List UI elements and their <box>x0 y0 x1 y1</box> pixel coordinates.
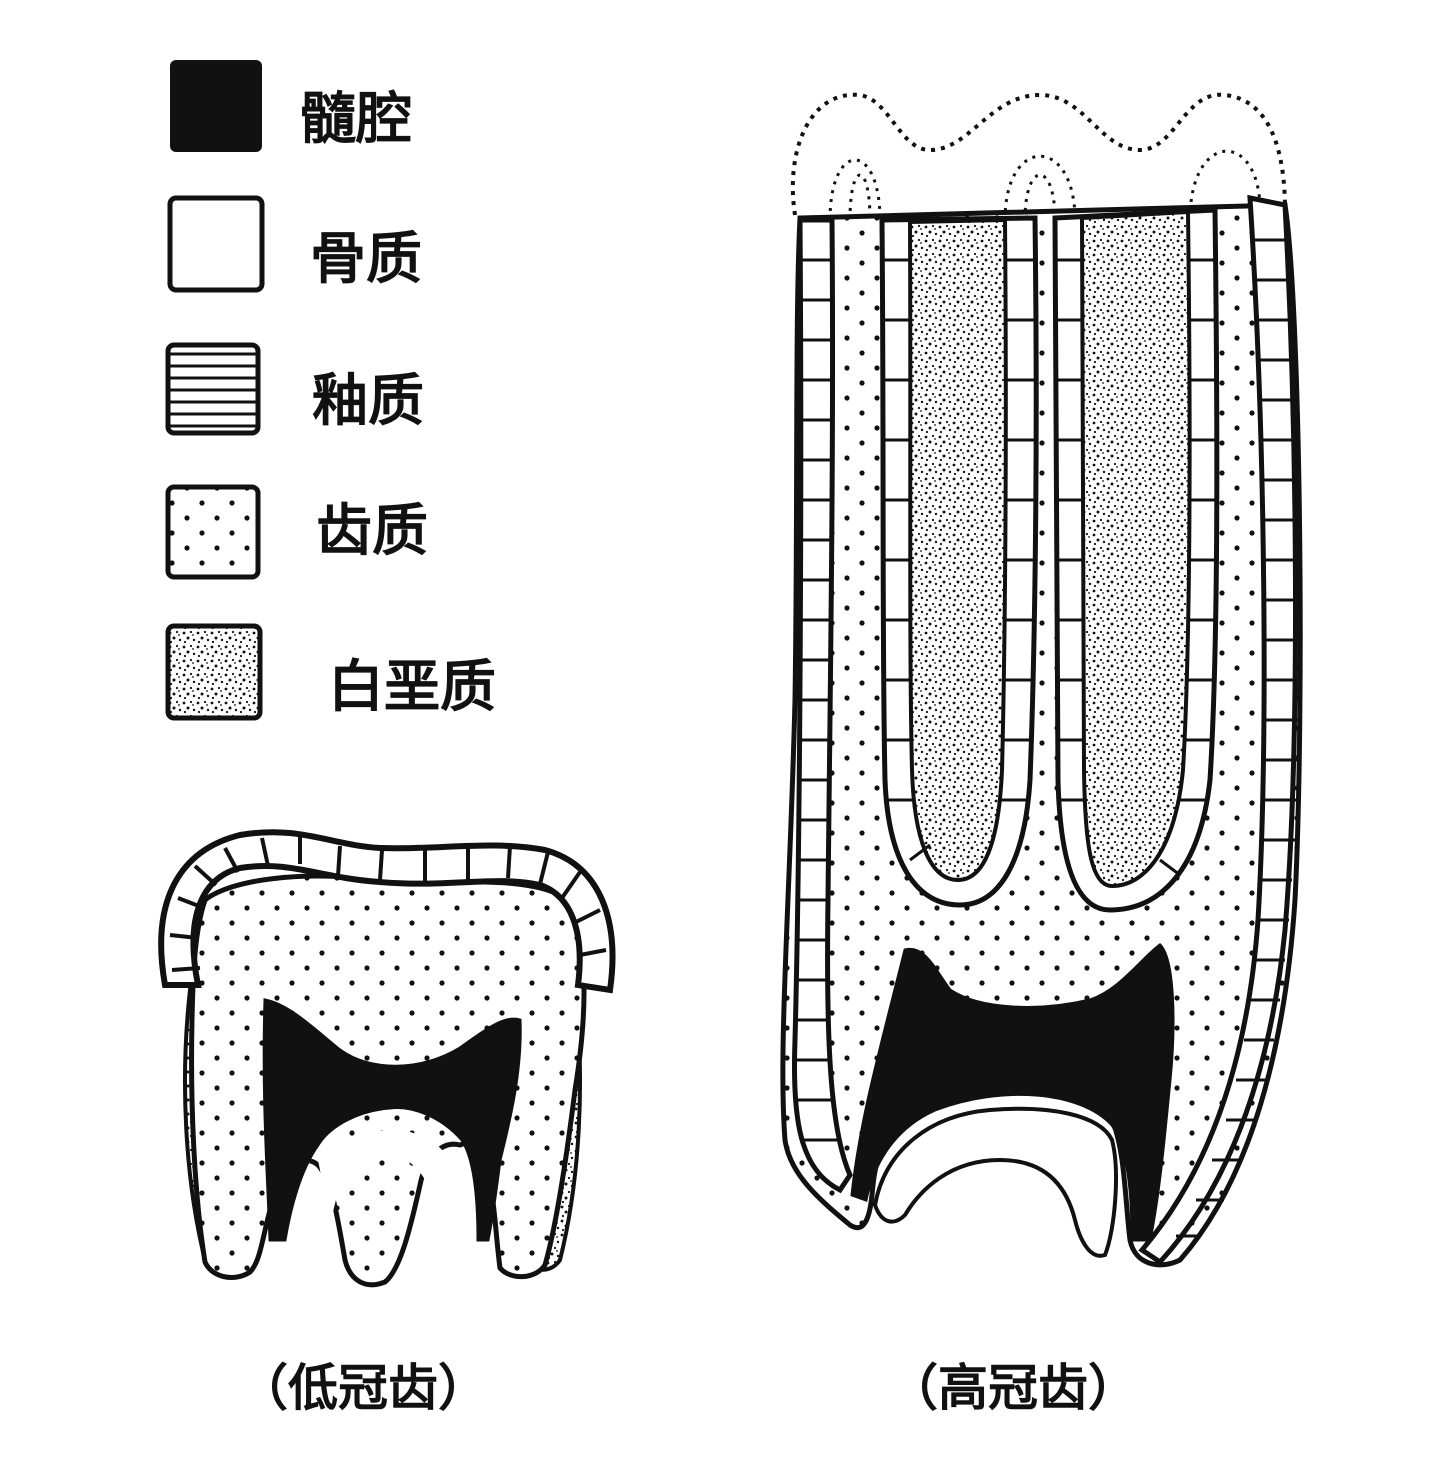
low-crown-root-gap <box>318 1130 458 1230</box>
legend-label-bone: 骨质 <box>310 227 422 292</box>
legend-swatch-dentine <box>165 484 261 580</box>
low-crown-enamel-ticks <box>169 836 607 972</box>
legend-swatch-enamel <box>165 342 261 436</box>
high-crown-enamel-ticks <box>796 238 1298 1238</box>
legend-label-dentine: 齿质 <box>316 499 428 564</box>
legend-swatch-cement <box>165 623 263 721</box>
legend-swatch-pulp <box>170 60 262 152</box>
high-crown-infold-ticks <box>883 258 1218 877</box>
low-crown-enamel-cap <box>158 829 616 994</box>
legend-label-pulp: 髓腔 <box>300 87 412 152</box>
high-crown-tooth <box>780 92 1303 1268</box>
caption-high-crown: （高冠齿） <box>888 1359 1138 1417</box>
high-crown-root-gap <box>872 1106 1118 1258</box>
high-crown-pulp-cavity <box>850 943 1175 1242</box>
high-crown-worn-outline <box>790 92 1287 216</box>
low-crown-pulp-cavity <box>262 998 522 1242</box>
high-crown-cement-core-right <box>1079 209 1192 889</box>
low-crown-tooth <box>158 829 616 1288</box>
high-crown-enamel-left <box>791 217 853 1194</box>
caption-low-crown: （低冠齿） <box>238 1359 488 1417</box>
high-crown-cement-core-left <box>907 217 1008 883</box>
legend <box>165 60 265 721</box>
legend-swatch-bone <box>167 195 265 293</box>
legend-label-enamel: 釉质 <box>312 369 424 434</box>
high-crown-enamel-right <box>1138 194 1299 1266</box>
legend-label-cement: 白垩质 <box>328 655 496 720</box>
